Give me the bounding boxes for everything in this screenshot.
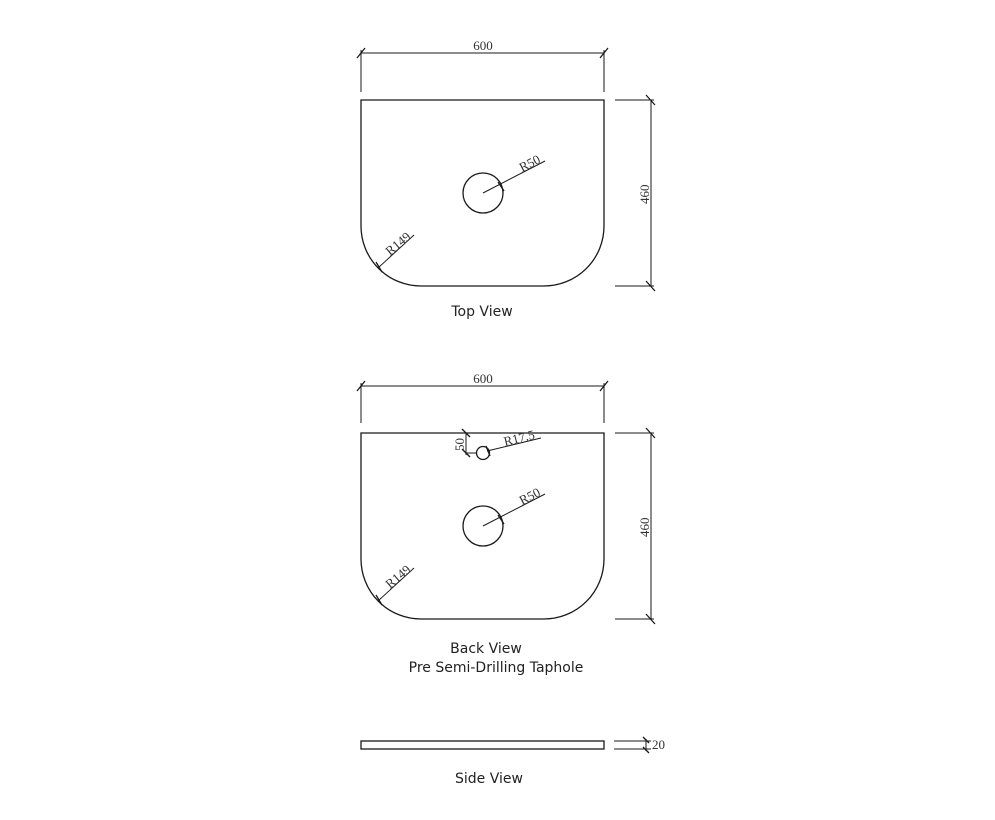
- back-view: 600 R17.5 50 R50 R149: [356, 371, 656, 676]
- back-view-taphole-offset-dimension: 50: [452, 428, 476, 458]
- back-view-taphole-radius-leader: R17.5: [485, 427, 542, 457]
- back-view-corner-radius-leader: R149: [375, 562, 415, 606]
- back-view-subcaption: Pre Semi-Drilling Taphole: [409, 660, 584, 676]
- back-view-outline: [360, 432, 605, 620]
- top-view: 600 R50 R149 460 Top View: [356, 38, 656, 320]
- top-view-height-label: 460: [637, 185, 652, 205]
- back-view-height-label: 460: [637, 518, 652, 538]
- back-view-caption: Back View: [450, 641, 522, 657]
- back-view-hole-radius-label: R50: [517, 484, 543, 507]
- top-view-width-label: 600: [473, 38, 493, 53]
- side-view-thickness-dimension: 20: [614, 736, 665, 754]
- top-view-caption: Top View: [450, 304, 512, 320]
- back-view-height-dimension: 460: [615, 427, 656, 625]
- back-view-taphole-radius-label: R17.5: [502, 427, 536, 449]
- top-view-outline: [360, 99, 605, 287]
- back-view-corner-radius-label: R149: [382, 562, 413, 592]
- top-view-height-dimension: 460: [615, 94, 656, 292]
- side-view: 20 Side View: [360, 736, 665, 787]
- top-view-hole-radius-label: R50: [517, 151, 543, 174]
- top-view-corner-radius-label: R149: [382, 229, 413, 259]
- back-view-taphole-offset-label: 50: [452, 438, 467, 451]
- top-view-hole-radius-leader: R50: [482, 151, 546, 194]
- top-view-basin-hole: [462, 172, 504, 214]
- top-view-width-dimension: 600: [356, 38, 609, 92]
- side-view-thickness-label: 20: [652, 737, 665, 752]
- back-view-width-dimension: 600: [356, 371, 609, 423]
- side-view-caption: Side View: [455, 771, 523, 787]
- back-view-width-label: 600: [473, 371, 493, 386]
- side-view-outline: [360, 740, 605, 750]
- back-view-basin-hole: [462, 505, 504, 547]
- back-view-hole-radius-leader: R50: [482, 484, 546, 527]
- top-view-corner-radius-leader: R149: [375, 229, 415, 273]
